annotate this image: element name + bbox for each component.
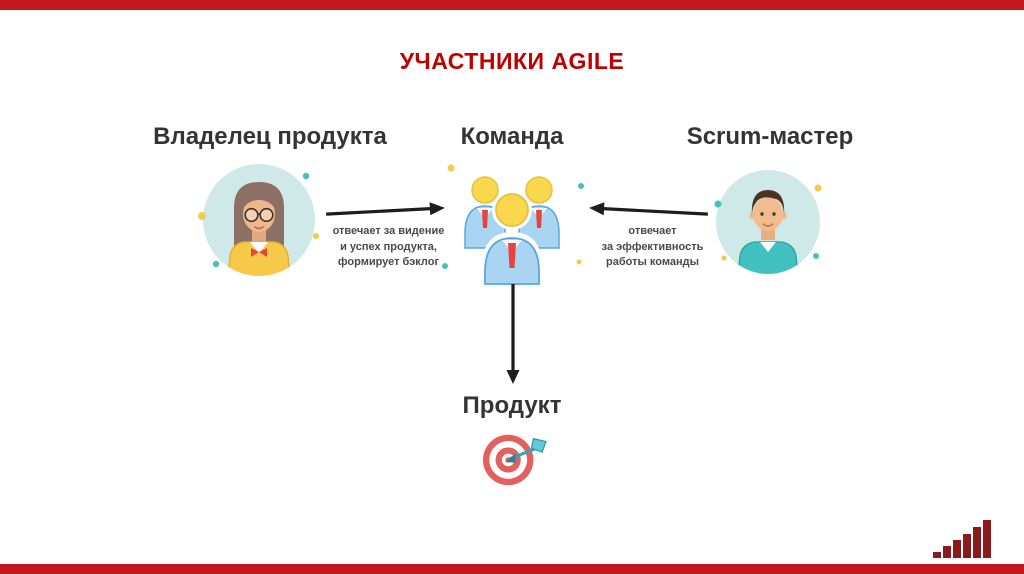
bottom-accent-bar bbox=[0, 564, 1024, 574]
bar-chart-logo-icon bbox=[932, 520, 992, 558]
arrow-scrum-master-to-team-icon bbox=[589, 202, 709, 216]
description-line: формирует бэклог bbox=[337, 256, 440, 269]
product-owner-description: отвечает за видение и успех продукта, фо… bbox=[316, 224, 461, 271]
top-accent-bar bbox=[0, 0, 1024, 10]
arrow-team-to-product-icon bbox=[506, 284, 520, 384]
description-line: отвечает bbox=[628, 225, 677, 237]
woman-avatar-icon bbox=[194, 156, 324, 286]
description-line: работы команды bbox=[606, 256, 699, 269]
target-icon bbox=[478, 426, 550, 490]
slide-title: УЧАСТНИКИ AGILE bbox=[399, 48, 625, 74]
product-label: Продукт bbox=[462, 392, 562, 419]
team-label: Команда bbox=[460, 123, 564, 150]
description-line: отвечает за видение bbox=[332, 225, 445, 237]
product-owner-label: Владелец продукта bbox=[153, 123, 387, 150]
team-icon bbox=[437, 156, 587, 296]
description-line: за эффективность bbox=[601, 240, 704, 253]
scrum-master-description: отвечает за эффективность работы команды bbox=[580, 224, 725, 271]
arrow-product-owner-to-team-icon bbox=[325, 202, 445, 216]
man-avatar-icon bbox=[710, 164, 826, 280]
scrum-master-label: Scrum-мастер bbox=[686, 123, 854, 150]
description-line: и успех продукта, bbox=[340, 240, 437, 253]
